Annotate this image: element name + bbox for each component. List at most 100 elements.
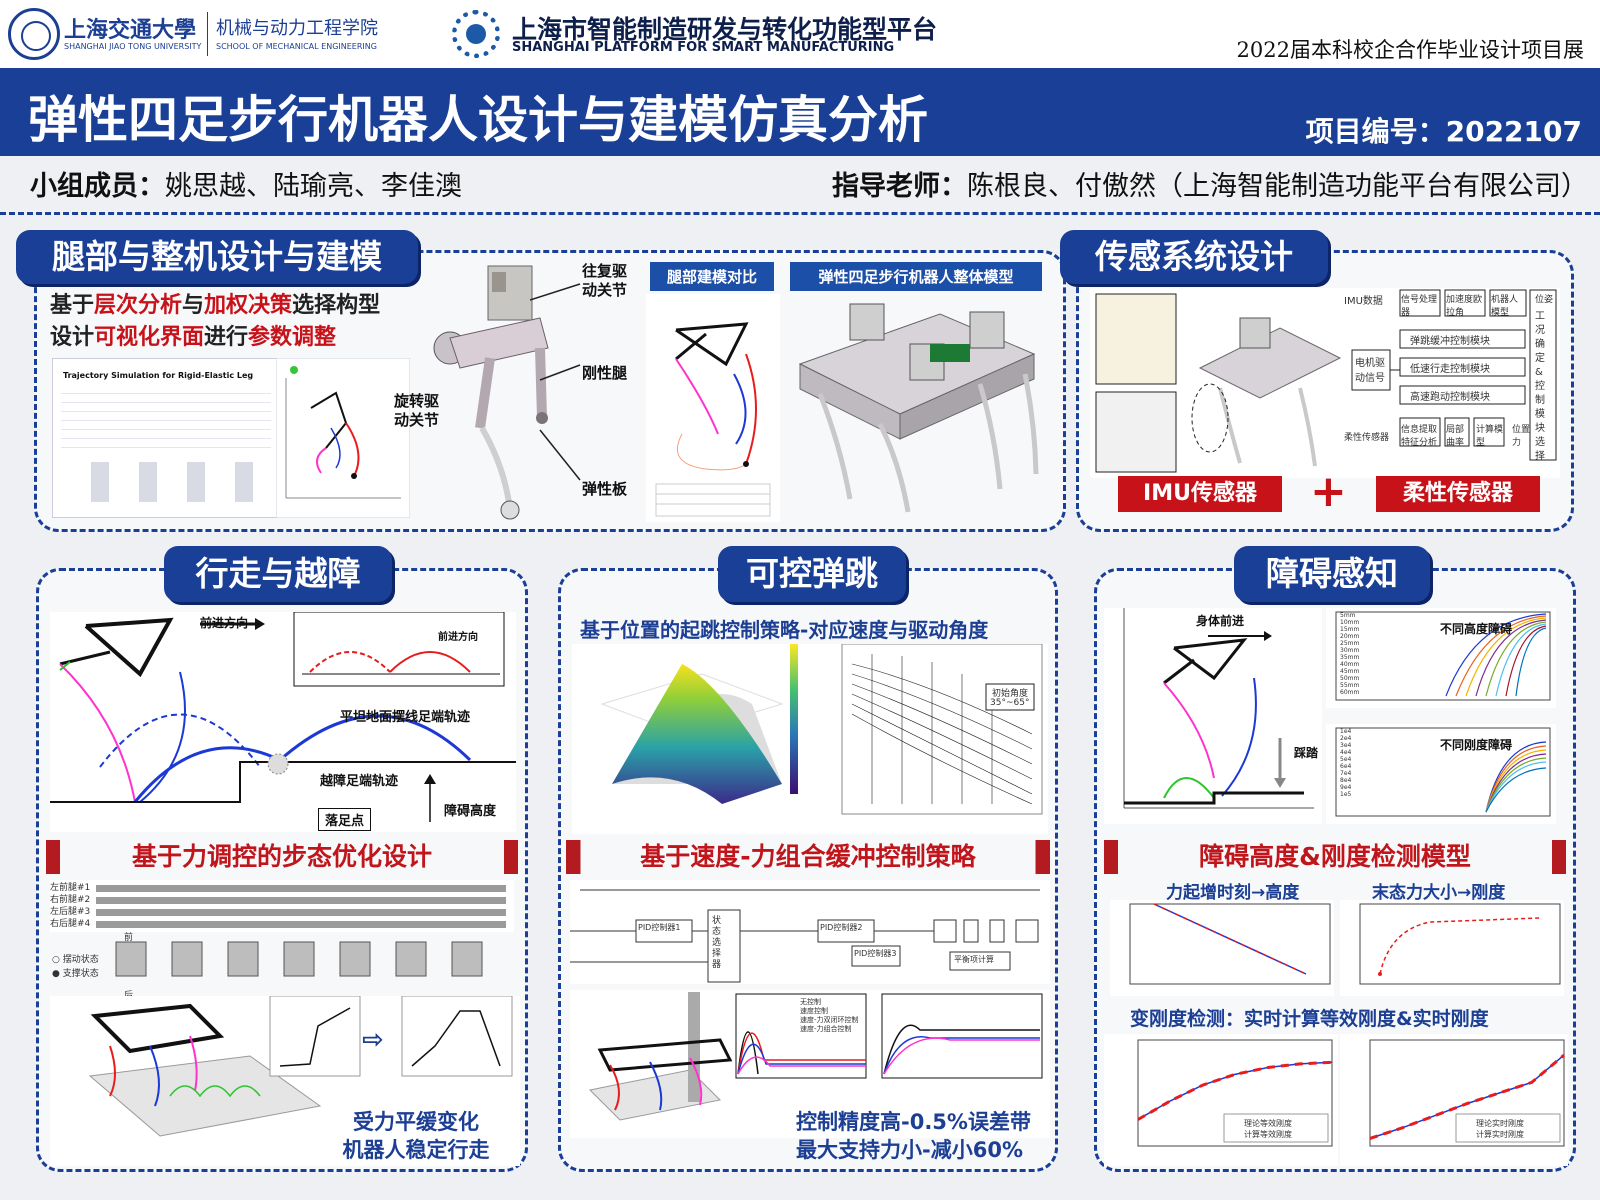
series-calc-realtime xyxy=(1369,1053,1565,1140)
block-curvature: 局部曲率 xyxy=(1446,425,1465,448)
block-acc-euler: 加速度欧拉角 xyxy=(1446,295,1483,318)
jumping-subheading: 基于速度-力组合缓冲控制策略 xyxy=(566,840,1050,874)
school-name-cn: 机械与动力工程学院 xyxy=(216,18,378,39)
pid-controller-1: PID控制器1 xyxy=(638,923,681,932)
school-name-en: SCHOOL OF MECHANICAL ENGINEERING xyxy=(216,42,377,51)
walking-heading: 行走与越障 xyxy=(164,546,392,602)
jump-legend: 无控制速度控制速度-力双闭环控制速度-力组合控制 xyxy=(800,998,859,1033)
block-signal-processor: 信号处理器 xyxy=(1401,295,1438,318)
block-high-speed: 高速跑动控制模块 xyxy=(1410,392,1490,403)
realtime-stiffness-chart xyxy=(1340,1034,1568,1166)
block-pose: 位姿 xyxy=(1535,295,1554,305)
equiv-stiffness-legend: 理论等效刚度计算等效刚度 xyxy=(1244,1119,1292,1139)
jumping-heading: 可控弹跳 xyxy=(718,546,906,602)
jump-caption-position: 基于位置的起跳控制策略-对应速度与驱动角度 xyxy=(580,618,989,642)
init-angle-label: 初始角度 xyxy=(992,689,1029,699)
leg-callout-lines xyxy=(530,283,581,481)
height-obstacle-title: 不同高度障碍 xyxy=(1440,622,1513,636)
realtime-stiffness-legend: 理论实时刚度计算实时刚度 xyxy=(1476,1119,1524,1139)
state-selector: 状态选择器 xyxy=(712,916,722,970)
header-divider xyxy=(0,212,1600,215)
gait-leg-1: 左前腿#1 xyxy=(50,883,91,893)
gui-param-table xyxy=(61,386,271,456)
team-members: 小组成员：姚思越、陆瑜亮、李佳澳 xyxy=(30,171,462,202)
poster-title: 弹性四足步行机器人设计与建模仿真分析 xyxy=(28,91,928,149)
callout-rotary-joint: 旋转驱动关节 xyxy=(394,392,440,429)
jump-result-figure xyxy=(570,990,1050,1138)
advisors: 指导老师：陈根良、付傲然（上海智能制造功能平台有限公司） xyxy=(832,171,1588,202)
final-force-caption: 末态力大小→刚度 xyxy=(1372,883,1506,903)
leg-intro-text: 基于层次分析与加权决策选择构型设计可视化界面进行参数调整 xyxy=(50,293,381,350)
gui-title: Trajectory Simulation for Rigid-Elastic … xyxy=(63,371,254,380)
init-angle-range: 35°~65° xyxy=(990,698,1030,708)
equiv-stiffness-chart xyxy=(1104,1034,1338,1166)
block-pos-force: 位置力 xyxy=(1512,425,1531,448)
pid-controller-2: PID控制器2 xyxy=(820,923,863,932)
sjtu-logo-icon xyxy=(8,8,60,60)
walking-subheading: 基于力调控的步态优化设计 xyxy=(46,840,518,874)
obstacle-subheading: 障碍高度&刚度检测模型 xyxy=(1104,840,1566,874)
callout-reciprocating-joint: 往复驱动关节 xyxy=(582,262,628,299)
imu-sensor-badge: IMU传感器 xyxy=(1118,476,1282,512)
obstacle-heading: 障碍感知 xyxy=(1234,546,1430,602)
gait-leg-3: 左后腿#3 xyxy=(50,907,91,917)
forward-direction-label-inset: 前进方向 xyxy=(438,632,478,643)
sensing-system-diagram xyxy=(1090,288,1560,478)
title-banner xyxy=(0,68,1600,156)
force-rise-caption: 力起增时刻→高度 xyxy=(1166,883,1300,903)
stiffness-obstacle-title: 不同刚度障碍 xyxy=(1440,738,1513,752)
block-flex-sensor: 柔性传感器 xyxy=(1344,433,1390,443)
forward-direction-label: 前进方向 xyxy=(200,616,249,630)
matlab-gui-figure: Trajectory Simulation for Rigid-Elastic … xyxy=(52,358,280,518)
platform-logo-icon xyxy=(452,10,500,58)
flat-trajectory-label: 平坦地面摆线足端轨迹 xyxy=(340,710,471,725)
gui-buttons xyxy=(61,462,271,502)
balance-calc: 平衡项计算 xyxy=(954,955,994,964)
logo-divider xyxy=(207,12,208,56)
platform-name-cn: 上海市智能制造研发与转化功能型平台 xyxy=(512,15,938,44)
exhibition-title: 2022届本科校企合作毕业设计项目展 xyxy=(1236,38,1584,62)
sjtu-name-en: SHANGHAI JIAO TONG UNIVERSITY xyxy=(64,42,202,51)
legend-swing: ○ 摆动状态 xyxy=(52,955,99,965)
var-stiffness-caption: 变刚度检测：实时计算等效刚度&实时刚度 xyxy=(1130,1008,1489,1030)
leg-design-heading: 腿部与整机设计与建模 xyxy=(16,230,418,284)
tag-overall-model: 弹性四足步行机器人整体模型 xyxy=(790,262,1042,291)
gait-leg-2: 右前腿#2 xyxy=(50,895,91,905)
project-number: 项目编号：2022107 xyxy=(1305,115,1582,148)
walking-sim-figure: ⇨ xyxy=(50,996,520,1166)
legend-stance: ● 支撑状态 xyxy=(52,969,99,979)
landing-point-label: 落足点 xyxy=(318,808,372,831)
height-model-chart xyxy=(1110,900,1334,996)
gui-plot-figure xyxy=(276,358,410,518)
robot-overall-model-figure xyxy=(798,303,1039,513)
leg-model-comparison-figure xyxy=(646,294,780,522)
body-forward-label: 身体前进 xyxy=(1196,614,1245,628)
walking-caption: 受力平缓变化机器人稳定行走 xyxy=(342,1110,490,1162)
stumble-label: 踩踏 xyxy=(1294,746,1319,760)
top-logo-bar xyxy=(0,0,1600,68)
jumping-caption: 控制精度高-0.5%误差带最大支持力小-减小60% xyxy=(796,1110,1031,1162)
callout-elastic-plate: 弹性板 xyxy=(582,480,628,498)
jump-surface-figure xyxy=(572,644,1048,834)
gait-leg-4: 右后腿#4 xyxy=(50,919,91,929)
pid-controller-3: PID控制器3 xyxy=(854,949,897,958)
control-block-diagram xyxy=(570,880,1050,984)
block-condition-select: 工况确定&控制模块选择 xyxy=(1535,311,1545,462)
block-low-speed: 低速行走控制模块 xyxy=(1410,364,1490,375)
block-robot-model: 机器人模型 xyxy=(1491,295,1519,318)
height-obstacle-chart xyxy=(1326,608,1556,708)
series-calc-equiv xyxy=(1137,1060,1333,1121)
stiffness-model-chart xyxy=(1340,900,1564,996)
block-jump-buffer: 弹跳缓冲控制模块 xyxy=(1410,336,1490,347)
flex-sensor-badge: 柔性传感器 xyxy=(1376,476,1540,512)
block-motor-signal: 电机驱动信号 xyxy=(1355,358,1385,384)
front-label: 前 xyxy=(124,933,134,943)
tag-leg-comparison: 腿部建模对比 xyxy=(650,262,774,291)
obstacle-trajectory-label: 越障足端轨迹 xyxy=(320,774,399,789)
block-calc-model: 计算模型 xyxy=(1476,425,1504,448)
gait-phase-diagrams xyxy=(115,941,483,977)
platform-name-en: SHANGHAI PLATFORM FOR SMART MANUFACTURIN… xyxy=(512,40,895,55)
plus-icon: + xyxy=(1310,466,1347,517)
obstacle-height-label: 障碍高度 xyxy=(444,804,497,819)
